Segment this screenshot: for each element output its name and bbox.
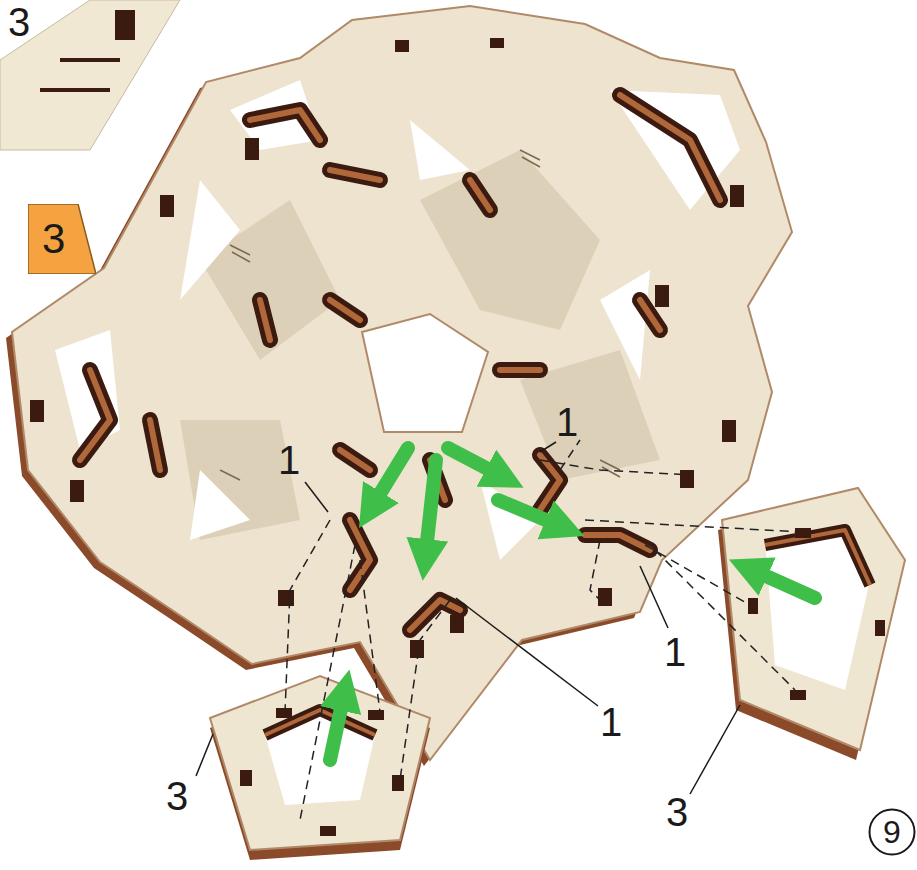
part-tag: 3 <box>28 204 96 274</box>
partial-part <box>0 0 180 150</box>
part-tag-text: 3 <box>42 218 65 260</box>
pentagon-part <box>718 488 905 760</box>
callout-number: 3 <box>166 776 188 816</box>
callout-number: 3 <box>666 792 688 832</box>
main-assembly <box>6 6 792 766</box>
callout-number: 1 <box>556 402 578 442</box>
callout-number: 1 <box>664 632 686 672</box>
step-number-text: 9 <box>883 816 901 848</box>
pentagon-part <box>210 676 430 860</box>
callout-number: 1 <box>278 440 300 480</box>
callout-number: 1 <box>600 702 622 742</box>
step-number: 9 <box>868 808 916 856</box>
part-number: 3 <box>8 2 30 42</box>
